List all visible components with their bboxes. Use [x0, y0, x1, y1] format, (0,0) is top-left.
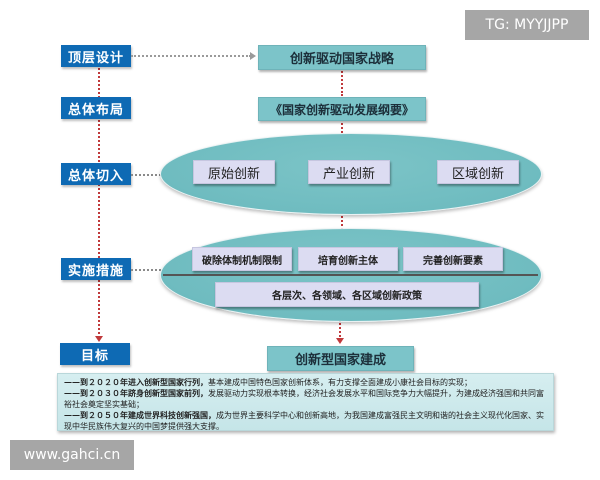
goal-box: 创新型国家建成 [267, 346, 414, 371]
goals-panel: ——到２０２０年进入创新型国家行列，基本建成中国特色国家创新体系，有力支撑全面建… [57, 373, 554, 431]
goal-2020: ——到２０２０年进入创新型国家行列，基本建成中国特色国家创新体系，有力支撑全面建… [64, 377, 472, 387]
watermark-top-right: TG: MYYJJPP [465, 10, 589, 40]
entry-item-industry: 产业创新 [308, 160, 390, 184]
entry-item-original: 原始创新 [193, 160, 275, 184]
label-goal: 目标 [60, 343, 130, 365]
watermark-bottom-left: www.gahci.cn [10, 440, 134, 470]
strategy-box: 创新驱动国家战略 [258, 45, 426, 70]
measure-item-cultivate-entities: 培育创新主体 [298, 247, 398, 271]
goal-2050: ——到２０５０年建成世界科技创新强国，成为世界主要科学中心和创新高地，为我国建成… [64, 410, 544, 431]
goal-2030: ——到２０３０年跻身创新型国家前列，发展驱动力实现根本转换，经济社会发展水平和国… [64, 388, 544, 409]
center-connector-2 [341, 119, 343, 133]
outline-box: 《国家创新驱动发展纲要》 [258, 97, 426, 121]
connector-top-design [131, 55, 251, 57]
label-overall-entry: 总体切入 [61, 163, 131, 185]
center-connector-4 [339, 320, 341, 340]
connector-entry [131, 174, 161, 176]
measure-item-improve-elements: 完善创新要素 [403, 247, 503, 271]
label-top-design: 顶层设计 [61, 45, 131, 67]
arrow-right-icon [250, 52, 256, 60]
left-connector-line [98, 68, 100, 338]
policy-box: 各层次、各领域、各区域创新政策 [215, 282, 479, 307]
connector-measures [131, 269, 161, 271]
label-measures: 实施措施 [61, 258, 131, 280]
measure-item-remove-barriers: 破除体制机制限制 [192, 247, 292, 271]
label-overall-layout: 总体布局 [61, 97, 131, 119]
center-arrow-down-icon [336, 338, 344, 344]
left-arrow-down-icon [95, 336, 103, 342]
measures-divider [163, 274, 538, 276]
center-connector-3 [341, 212, 343, 234]
center-connector-1 [341, 68, 343, 96]
entry-item-regional: 区域创新 [437, 160, 519, 184]
